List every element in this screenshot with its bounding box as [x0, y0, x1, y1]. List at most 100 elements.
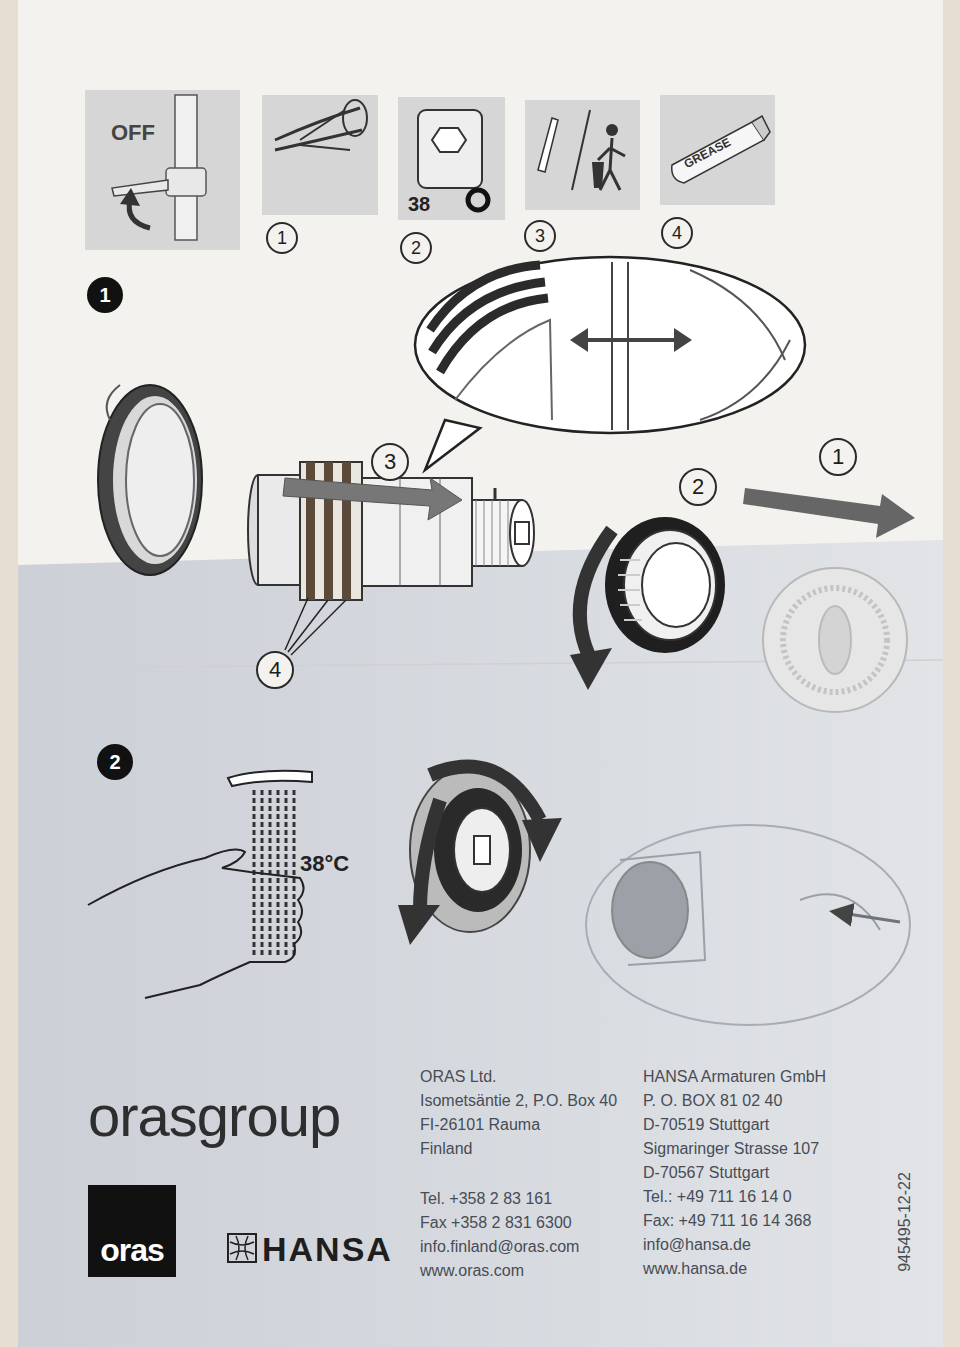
art-shape	[763, 568, 907, 712]
art-shape	[572, 110, 590, 190]
contact-line: info.finland@oras.com	[420, 1238, 579, 1256]
art-shape	[515, 522, 529, 544]
art-shape	[288, 600, 328, 652]
art-shape	[107, 385, 120, 420]
node-text: 38	[408, 193, 430, 216]
art-shape	[285, 790, 288, 958]
art-shape	[468, 190, 488, 210]
address-line: D-70567 Stuttgart	[643, 1164, 769, 1182]
art-shape	[343, 100, 367, 136]
contact-line: www.hansa.de	[643, 1260, 747, 1278]
art-shape	[126, 404, 194, 556]
icon-box: OFF	[85, 90, 240, 250]
art-shape	[291, 600, 346, 655]
art-shape	[743, 488, 915, 538]
icon-box: GREASE	[660, 95, 775, 205]
node-text: 2	[109, 752, 120, 772]
address-line: P. O. BOX 81 02 40	[643, 1092, 782, 1110]
art-shape	[283, 478, 462, 520]
art-shape	[432, 128, 466, 152]
tool-number: 3	[524, 220, 556, 252]
contact-line: Fax: +49 711 16 14 368	[643, 1212, 811, 1230]
art-shape	[420, 800, 440, 910]
art-shape	[88, 850, 304, 998]
art-shape	[454, 808, 510, 892]
art-shape	[570, 328, 588, 352]
art-shape	[624, 530, 716, 640]
brand-logo: orasgroup	[88, 1082, 340, 1149]
document-number: 945495-12-22	[896, 1172, 914, 1272]
oras-logo: oras	[88, 1185, 176, 1277]
art-shape	[690, 270, 790, 420]
node-text: 2	[692, 476, 704, 498]
art-shape	[580, 530, 612, 662]
node-text: 3	[384, 451, 396, 473]
art-shape	[455, 320, 552, 420]
art-shape	[620, 852, 705, 965]
node-text: GREASE	[682, 135, 733, 171]
art-shape	[430, 766, 540, 820]
art-shape	[660, 95, 775, 205]
node-text: 1	[832, 446, 844, 468]
art-shape	[230, 1236, 254, 1260]
address-line: ORAS Ltd.	[420, 1068, 496, 1086]
art-shape	[783, 588, 887, 692]
callout-number: 3	[371, 443, 409, 481]
art-shape	[474, 836, 490, 864]
art-shape	[262, 95, 378, 215]
contact-line: Tel. +358 2 83 161	[420, 1190, 552, 1208]
art-shape	[592, 162, 604, 188]
callout-number: 1	[819, 438, 857, 476]
address-line: D-70519 Stuttgart	[643, 1116, 769, 1134]
art-shape	[398, 905, 440, 945]
art-shape	[606, 124, 618, 136]
contact-line: Fax +358 2 831 6300	[420, 1214, 572, 1232]
callout-number: 4	[256, 651, 294, 689]
art-shape	[85, 90, 240, 250]
address-line: Finland	[420, 1140, 472, 1158]
address-line: HANSA Armaturen GmbH	[643, 1068, 826, 1086]
art-shape	[586, 825, 910, 1025]
art-shape	[582, 338, 680, 342]
step-number: 2	[97, 744, 133, 780]
node-text: 2	[411, 239, 421, 257]
art-shape	[166, 168, 206, 196]
node-text: 1	[277, 229, 287, 247]
art-shape	[228, 771, 312, 786]
art-shape	[538, 118, 558, 172]
node-text: 3	[535, 227, 545, 245]
temperature: 38°C	[300, 851, 349, 877]
node-text: 4	[672, 224, 682, 242]
art-shape	[570, 648, 612, 690]
node-text: oras	[100, 1232, 164, 1269]
art-shape	[434, 788, 522, 912]
art-shape	[293, 790, 296, 958]
art-shape	[425, 420, 480, 470]
art-shape	[627, 262, 629, 430]
art-shape	[398, 97, 505, 220]
art-shape	[611, 262, 613, 430]
art-shape	[476, 500, 508, 566]
art-shape	[752, 116, 770, 140]
node-text: 4	[269, 659, 281, 681]
art-shape	[277, 790, 280, 958]
art-shape	[18, 0, 943, 1347]
art-shape	[819, 606, 851, 674]
art-shape	[120, 188, 140, 206]
art-shape	[228, 1234, 256, 1262]
art-shape	[275, 108, 362, 150]
icon-box: 38	[398, 97, 505, 220]
address-line: Sigmaringer Strasse 107	[643, 1140, 819, 1158]
art-shape	[618, 560, 642, 620]
step-number: 1	[87, 277, 123, 313]
art-shape	[510, 500, 534, 566]
tool-number: 4	[661, 217, 693, 249]
art-shape	[522, 818, 562, 862]
art-shape	[415, 257, 805, 433]
contact-line: info@hansa.de	[643, 1236, 751, 1254]
tool-number: 1	[266, 222, 298, 254]
art-shape	[113, 396, 197, 564]
art-shape	[253, 790, 256, 958]
